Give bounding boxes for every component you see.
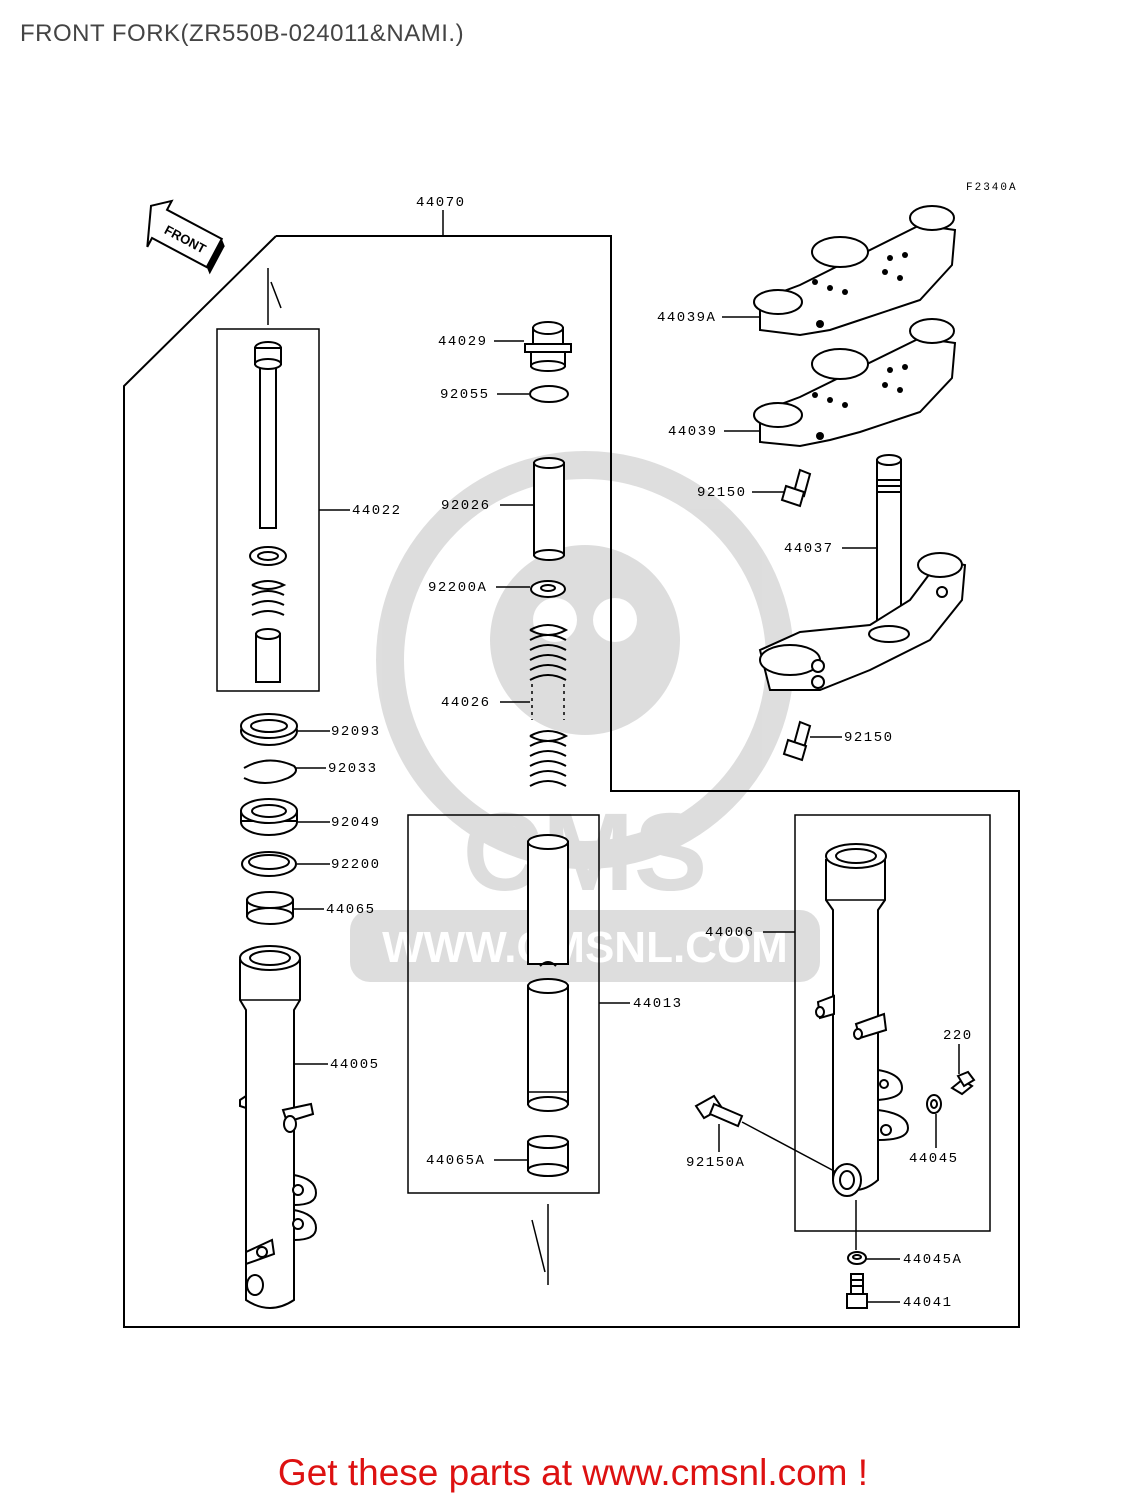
label-44041: 44041 xyxy=(903,1295,953,1311)
label-220: 220 xyxy=(943,1028,973,1044)
washer-44045A xyxy=(847,1251,867,1265)
oil-seal-92049 xyxy=(240,798,298,836)
group-box-44013 xyxy=(407,814,600,1194)
label-44029: 44029 xyxy=(438,334,488,350)
front-arrow-icon: FRONT xyxy=(146,199,225,275)
label-92049: 92049 xyxy=(331,815,381,831)
label-44070: 44070 xyxy=(416,195,466,211)
washer-44045 xyxy=(926,1094,942,1114)
steering-stem-44037 xyxy=(758,454,967,691)
watermark-brand: CMS xyxy=(463,791,707,914)
oil-seal-92093 xyxy=(240,713,298,746)
outer-tube-44005 xyxy=(239,945,318,1309)
label-44039: 44039 xyxy=(668,424,718,440)
label-44045A: 44045A xyxy=(903,1252,962,1268)
label-92055: 92055 xyxy=(440,387,490,403)
label-92200: 92200 xyxy=(331,857,381,873)
label-44037: 44037 xyxy=(784,541,834,557)
upper-bracket-44039 xyxy=(753,318,957,448)
o-ring-92055 xyxy=(529,385,569,403)
fork-spring-44026 xyxy=(529,624,569,787)
watermark-url: WWW.CMSNL.COM xyxy=(382,923,788,972)
outer-tube-44006 xyxy=(815,843,910,1197)
washer-92200A xyxy=(530,580,566,598)
footer-link[interactable]: Get these parts at www.cmsnl.com ! xyxy=(277,1452,869,1493)
label-44045: 44045 xyxy=(909,1151,959,1167)
circlip-92033 xyxy=(243,759,297,784)
label-92026: 92026 xyxy=(441,498,491,514)
assembly-outline xyxy=(123,235,1020,1328)
washer-92200 xyxy=(241,851,297,877)
label-44006: 44006 xyxy=(705,925,755,941)
label-44039A: 44039A xyxy=(657,310,716,326)
label-92150-upper: 92150 xyxy=(697,485,747,501)
label-92093: 92093 xyxy=(331,724,381,740)
diagram-ref: F2340A xyxy=(966,182,1018,194)
inner-tube-44013 xyxy=(527,834,569,1112)
bolt-92150-upper xyxy=(780,468,812,508)
label-44065A: 44065A xyxy=(426,1153,485,1169)
bolt-92150A xyxy=(694,1094,744,1128)
label-44065: 44065 xyxy=(326,902,376,918)
cap-bolt-44029 xyxy=(524,321,572,372)
label-92150A: 92150A xyxy=(686,1155,745,1171)
bushing-44065 xyxy=(246,891,294,925)
label-44005: 44005 xyxy=(330,1057,380,1073)
label-92200A: 92200A xyxy=(428,580,487,596)
screw-220 xyxy=(950,1070,976,1096)
page-title: FRONT FORK(ZR550B-024011&NAMI.) xyxy=(20,20,465,47)
bushing-44065A xyxy=(527,1135,569,1177)
bolt-92150-lower xyxy=(782,720,812,762)
spacer-92026 xyxy=(533,457,565,561)
label-44013: 44013 xyxy=(633,996,683,1012)
group-box-44006 xyxy=(794,814,991,1232)
label-44026: 44026 xyxy=(441,695,491,711)
label-44022: 44022 xyxy=(352,503,402,519)
damper-rod-44022 xyxy=(249,341,287,683)
label-92150-lower: 92150 xyxy=(844,730,894,746)
watermark: CMS WWW.CMSNL.COM xyxy=(350,451,820,982)
upper-bracket-44039A xyxy=(753,205,957,337)
bolt-44041 xyxy=(846,1273,868,1309)
label-92033: 92033 xyxy=(328,761,378,777)
